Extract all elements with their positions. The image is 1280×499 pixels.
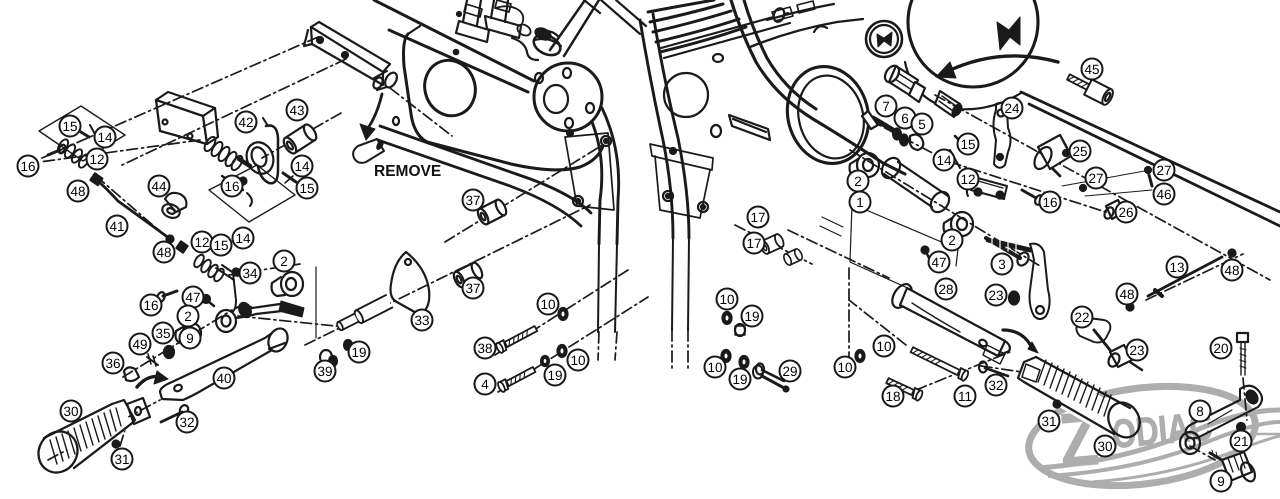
svg-text:9: 9: [1217, 474, 1225, 489]
svg-text:24: 24: [1004, 101, 1020, 116]
svg-text:12: 12: [194, 235, 209, 250]
svg-text:40: 40: [216, 371, 231, 386]
svg-text:42: 42: [238, 115, 253, 130]
svg-text:10: 10: [707, 360, 722, 375]
svg-text:22: 22: [1074, 310, 1089, 325]
svg-text:38: 38: [477, 341, 492, 356]
svg-text:8: 8: [1196, 404, 1204, 419]
svg-text:18: 18: [885, 389, 900, 404]
svg-text:48: 48: [156, 245, 171, 260]
svg-text:27: 27: [1156, 163, 1171, 178]
svg-text:3: 3: [998, 257, 1006, 272]
svg-text:41: 41: [109, 219, 124, 234]
svg-text:23: 23: [1129, 343, 1144, 358]
svg-text:12: 12: [89, 152, 104, 167]
svg-text:19: 19: [732, 372, 747, 387]
svg-text:16: 16: [1042, 195, 1057, 210]
svg-text:35: 35: [155, 326, 170, 341]
svg-text:33: 33: [414, 313, 429, 328]
svg-text:47: 47: [185, 290, 200, 305]
svg-text:31: 31: [1041, 414, 1056, 429]
svg-text:20: 20: [1213, 341, 1228, 356]
svg-text:43: 43: [289, 103, 304, 118]
svg-text:31: 31: [114, 452, 129, 467]
svg-text:34: 34: [242, 266, 258, 281]
svg-text:1: 1: [856, 195, 864, 210]
svg-text:2: 2: [948, 233, 956, 248]
svg-text:23: 23: [988, 288, 1003, 303]
svg-text:7: 7: [882, 99, 890, 114]
svg-text:REMOVE: REMOVE: [374, 163, 441, 180]
svg-text:10: 10: [876, 339, 891, 354]
svg-text:17: 17: [750, 210, 765, 225]
svg-text:26: 26: [1118, 205, 1133, 220]
svg-text:37: 37: [465, 193, 480, 208]
svg-text:48: 48: [1119, 287, 1134, 302]
svg-text:29: 29: [782, 364, 797, 379]
svg-text:47: 47: [931, 255, 946, 270]
svg-text:32: 32: [988, 378, 1003, 393]
svg-text:19: 19: [744, 309, 759, 324]
svg-text:10: 10: [719, 292, 734, 307]
svg-text:21: 21: [1233, 434, 1248, 449]
svg-text:14: 14: [235, 231, 251, 246]
svg-text:25: 25: [1072, 144, 1087, 159]
svg-text:12: 12: [960, 172, 975, 187]
svg-text:15: 15: [299, 181, 314, 196]
svg-text:36: 36: [105, 356, 120, 371]
svg-text:16: 16: [143, 298, 158, 313]
svg-text:10: 10: [837, 360, 852, 375]
svg-text:6: 6: [901, 111, 909, 126]
svg-text:16: 16: [224, 179, 239, 194]
svg-text:28: 28: [938, 282, 953, 297]
svg-text:13: 13: [1169, 260, 1184, 275]
svg-text:11: 11: [958, 389, 972, 404]
svg-text:14: 14: [294, 159, 310, 174]
svg-text:39: 39: [317, 364, 332, 379]
svg-text:2: 2: [280, 254, 288, 269]
svg-text:15: 15: [213, 238, 228, 253]
svg-text:10: 10: [540, 297, 555, 312]
svg-text:45: 45: [1084, 62, 1099, 77]
svg-text:16: 16: [20, 159, 35, 174]
svg-text:15: 15: [62, 119, 77, 134]
svg-text:49: 49: [132, 337, 147, 352]
svg-text:46: 46: [1156, 187, 1171, 202]
svg-text:30: 30: [1097, 439, 1112, 454]
svg-text:14: 14: [97, 130, 113, 145]
svg-text:48: 48: [70, 184, 85, 199]
svg-text:14: 14: [936, 153, 952, 168]
svg-text:9: 9: [186, 331, 194, 346]
svg-text:2: 2: [184, 309, 192, 324]
svg-text:27: 27: [1088, 171, 1103, 186]
svg-text:32: 32: [179, 415, 194, 430]
svg-text:2: 2: [854, 174, 862, 189]
svg-text:48: 48: [1224, 263, 1239, 278]
svg-text:19: 19: [351, 345, 366, 360]
svg-text:5: 5: [918, 117, 926, 132]
svg-text:10: 10: [570, 353, 585, 368]
svg-text:15: 15: [960, 137, 975, 152]
svg-text:19: 19: [547, 368, 562, 383]
svg-text:37: 37: [465, 281, 480, 296]
svg-text:44: 44: [151, 179, 167, 194]
svg-text:4: 4: [481, 377, 489, 392]
svg-text:30: 30: [63, 404, 78, 419]
svg-text:17: 17: [746, 236, 761, 251]
